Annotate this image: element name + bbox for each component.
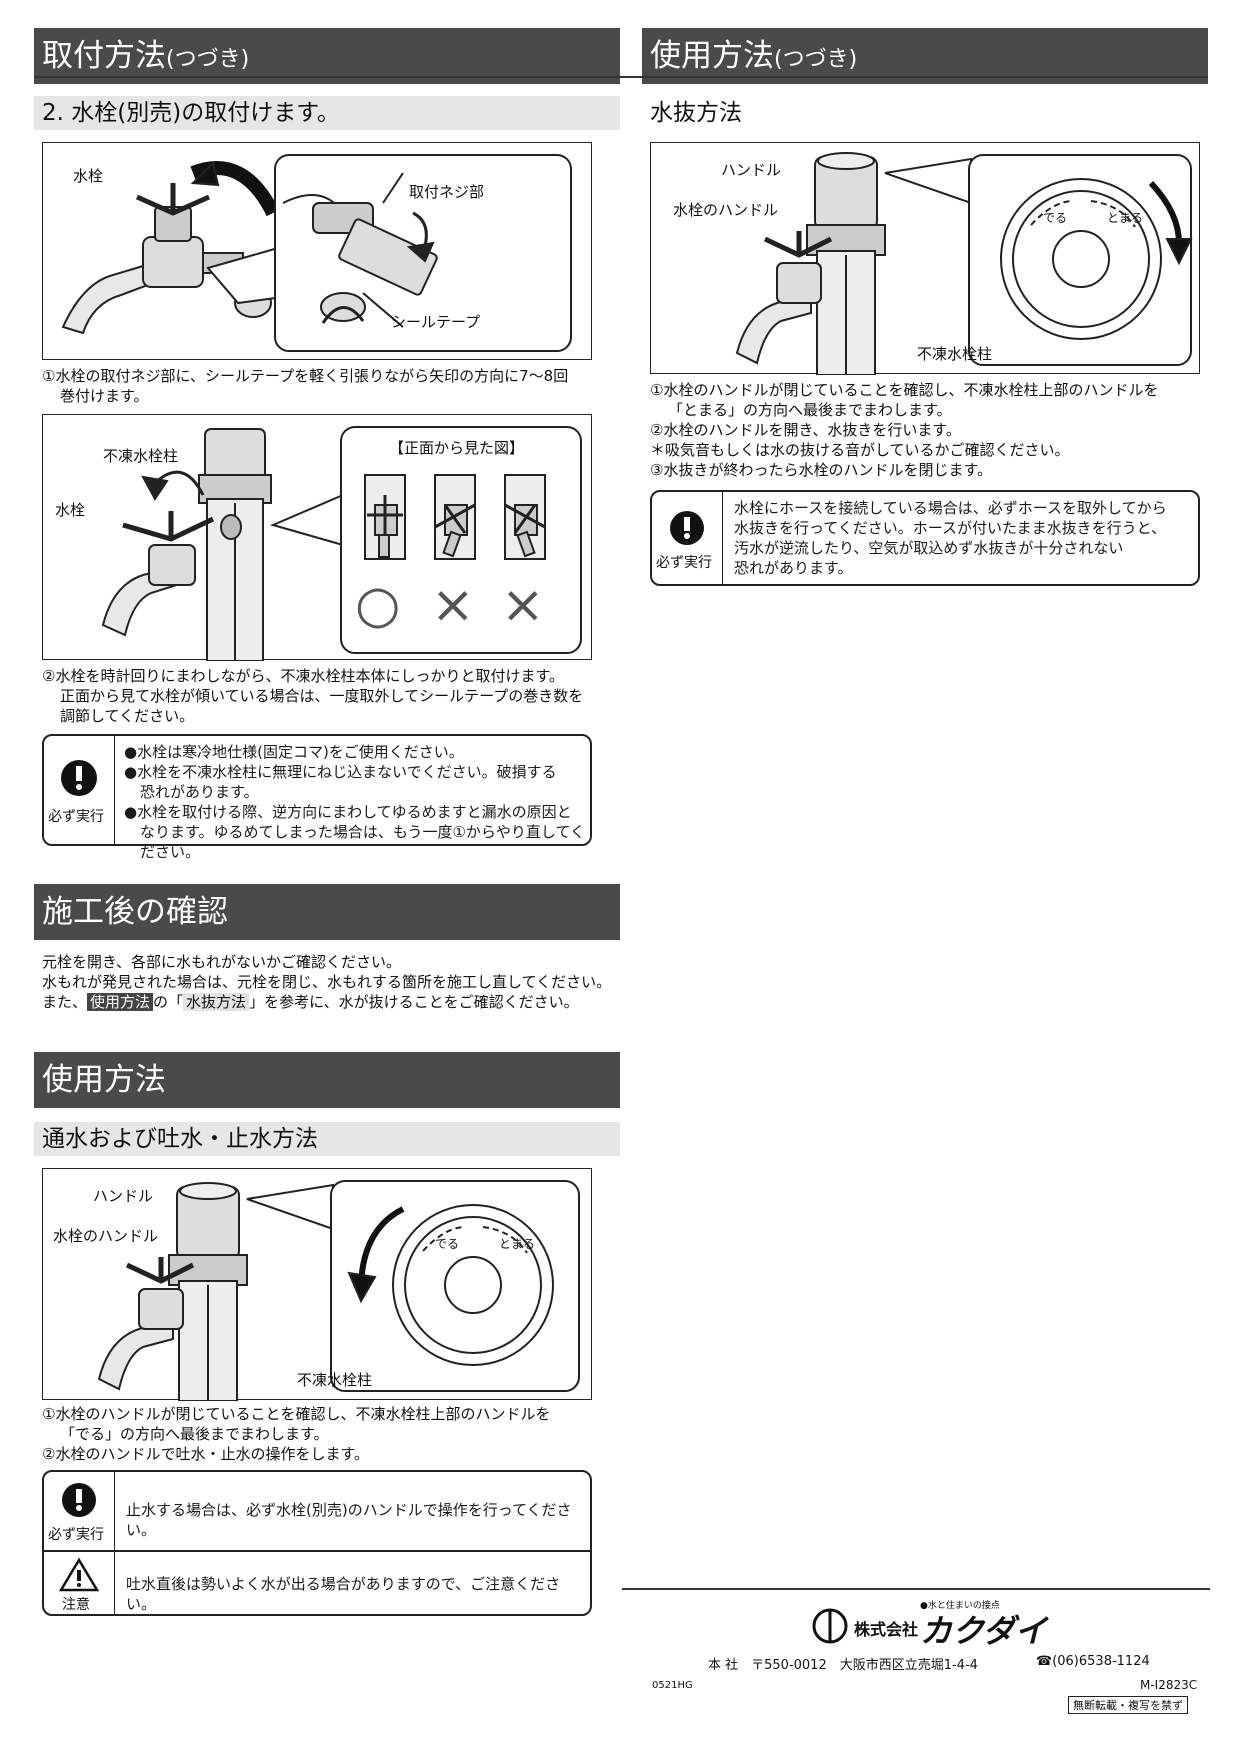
drain-notes: ①水栓のハンドルが閉じていることを確認し、不凍水栓柱上部のハンドルを 「とまる」… [650, 380, 1210, 480]
faucet-install-illustration [101, 426, 582, 661]
warn2-label: 必ず実行 [48, 1527, 104, 1543]
left-header-suffix: (つづき) [166, 47, 250, 72]
fig2-ng-mark-2: × [501, 575, 545, 635]
check-line2: 水もれが発見された場合は、元栓を閉じ、水もれする箇所を施工し直してください。 [42, 973, 612, 991]
warn4-line2: 水抜きを行ってください。ホースが付いたまま水抜きを行うと、 [734, 519, 1167, 537]
warn1-line2: ●水栓を不凍水栓柱に無理にねじ込まないでください。破損する [124, 763, 557, 781]
company-tagline: ●水と住まいの接点 [920, 1601, 1000, 1611]
header-rule [34, 76, 1208, 78]
warn1-line5: なります。ゆるめてしまった場合は、もう一度①からやり直してください。 [140, 823, 586, 861]
usage-reference-link[interactable]: 使用方法 [87, 993, 154, 1011]
fig2-ok-mark: ○ [355, 575, 401, 635]
exclamation-circle-icon [61, 760, 97, 796]
usage-notes: ①水栓のハンドルが閉じていることを確認し、不凍水栓柱上部のハンドルを 「でる」の… [42, 1404, 622, 1464]
exclamation-circle-icon [670, 511, 704, 545]
step2-note1: ①水栓の取付ネジ部に、シールテープを軽く引張りながら矢印の方向に7〜8回 巻付け… [42, 366, 622, 406]
right-header-suffix: (つづき) [774, 47, 858, 72]
warning-box-drain: 必ず実行 水栓にホースを接続している場合は、必ずホースを取外してから 水抜きを行… [650, 490, 1200, 586]
step2-note2-line1: ②水栓を時計回りにまわしながら、不凍水栓柱本体にしっかりと取付けます。 [42, 667, 564, 685]
warn4-line4: 恐れがあります。 [734, 559, 853, 577]
drain-note2: ②水栓のハンドルを開き、水抜きを行います。 [650, 421, 961, 439]
fig3-label-handle: ハンドル [93, 1187, 154, 1205]
check-text: 元栓を開き、各部に水もれがないかご確認ください。 水もれが発見された場合は、元栓… [42, 952, 622, 1012]
doc-code-right: M-I2823C [1140, 1678, 1198, 1692]
drain-note3: ＊吸気音もしくは水の抜ける音がしているかご確認ください。 [650, 441, 1070, 459]
drain-reference-link[interactable]: 水抜方法 [183, 993, 250, 1011]
fig4-label-handle: ハンドル [721, 161, 782, 179]
fig4-dial-off: とまる [1107, 211, 1144, 225]
check-header: 施工後の確認 [34, 884, 620, 940]
step2-note2-line3: 調節してください。 [60, 707, 195, 725]
warn4-label: 必ず実行 [656, 555, 712, 571]
exclamation-circle-icon [62, 1483, 96, 1517]
copy-notice: 無断転載・複写を禁ず [1068, 1696, 1188, 1714]
fig4-dial-on: でる [1043, 211, 1068, 225]
fig3-label-column: 不凍水栓柱 [297, 1371, 373, 1389]
check-line1: 元栓を開き、各部に水もれがないかご確認ください。 [42, 953, 401, 971]
drain-illustration [735, 152, 1193, 375]
usage-header: 使用方法 [34, 1052, 620, 1108]
warn1-label: 必ず実行 [48, 809, 104, 825]
figure-drain: ハンドル 水栓のハンドル 不凍水栓柱 でる とまる [650, 142, 1200, 375]
fig2-front-view: 【正面から見た図】 [389, 439, 525, 457]
fig3-dial-on: でる [435, 1237, 460, 1251]
doc-code-left: 0521HG [652, 1680, 693, 1691]
left-header: 取付方法(つづき) [34, 28, 620, 84]
warn4-line1: 水栓にホースを接続している場合は、必ずホースを取外してから [734, 499, 1167, 517]
fig1-label-tape: シールテープ [391, 313, 481, 331]
figure-faucet-install: 不凍水栓柱 水栓 【正面から見た図】 ○ × × [42, 414, 592, 661]
company-logo: ●水と住まいの接点 株式会社 カクダイ [810, 1598, 1070, 1650]
usage-note1-line1: ①水栓のハンドルが閉じていることを確認し、不凍水栓柱上部のハンドルを [42, 1405, 551, 1423]
usage-subtitle: 通水および吐水・止水方法 [34, 1122, 620, 1156]
step2-note2-line2: 正面から見て水栓が傾いている場合は、一度取外してシールテープの巻き数を [60, 687, 584, 705]
faucet-tape-illustration [61, 154, 572, 352]
step2-note1-line1: ①水栓の取付ネジ部に、シールテープを軽く引張りながら矢印の方向に7〜8回 [42, 367, 569, 385]
fig4-label-faucet-handle: 水栓のハンドル [673, 201, 779, 219]
warn1-line4: ●水栓を取付ける際、逆方向にまわしてゆるめますと漏水の原因と [124, 803, 572, 821]
fig3-dial-off: とまる [499, 1237, 536, 1251]
company-prefix: 株式会社 [854, 1620, 919, 1639]
fig3-label-faucet-handle: 水栓のハンドル [53, 1227, 159, 1245]
fig2-label-column: 不凍水栓柱 [103, 447, 179, 465]
drain-note1-line1: ①水栓のハンドルが閉じていることを確認し、不凍水栓柱上部のハンドルを [650, 381, 1159, 399]
drain-note4: ③水抜きが終わったら水栓のハンドルを閉じます。 [650, 461, 992, 479]
warn3-label: 注意 [62, 1597, 90, 1613]
water-supply-illustration [97, 1180, 580, 1401]
fig2-label-faucet: 水栓 [55, 501, 86, 519]
fig1-label-thread: 取付ネジ部 [409, 183, 485, 201]
right-header-title: 使用方法 [650, 38, 774, 74]
warning-triangle-icon [58, 1557, 100, 1592]
fig2-ng-mark-1: × [431, 575, 475, 635]
step2-title: 2. 水栓(別売)の取付けます。 [34, 96, 620, 130]
warn3-text: 吐水直後は勢いよく水が出る場合がありますので、ご注意ください。 [126, 1575, 561, 1613]
warning-box-usage: 必ず実行 止水する場合は、必ず水栓(別売)のハンドルで操作を行ってください。 注… [42, 1470, 592, 1616]
drain-title: 水抜方法 [642, 96, 1208, 130]
usage-note2: ②水栓のハンドルで吐水・止水の操作をします。 [42, 1445, 369, 1463]
right-header: 使用方法(つづき) [642, 28, 1208, 84]
warn4-line3: 汚水が逆流したり、空気が取込めず水抜きが十分されない [734, 539, 1124, 557]
company-name: カクダイ [920, 1612, 1047, 1650]
company-logo-icon [812, 1608, 848, 1644]
warn1-line3: 恐れがあります。 [140, 783, 259, 801]
company-phone: ☎(06)6538-1124 [1036, 1654, 1150, 1669]
figure-water-supply: ハンドル 水栓のハンドル 不凍水栓柱 でる とまる [42, 1168, 592, 1401]
step2-note1-line2: 巻付けます。 [60, 387, 149, 405]
drain-note1-line2: 「とまる」の方向へ最後までまわします。 [668, 401, 952, 419]
warning-box-install: 必ず実行 ●水栓は寒冷地仕様(固定コマ)をご使用ください。 ●水栓を不凍水栓柱に… [42, 734, 592, 861]
fig1-label-faucet: 水栓 [73, 167, 104, 185]
warn2-text: 止水する場合は、必ず水栓(別売)のハンドルで操作を行ってください。 [126, 1501, 572, 1539]
usage-note1-line2: 「でる」の方向へ最後までまわします。 [60, 1425, 329, 1443]
fig4-label-column: 不凍水栓柱 [917, 345, 993, 363]
step2-note2: ②水栓を時計回りにまわしながら、不凍水栓柱本体にしっかりと取付けます。 正面から… [42, 666, 622, 726]
left-header-title: 取付方法 [42, 38, 166, 74]
warn1-line1: ●水栓は寒冷地仕様(固定コマ)をご使用ください。 [124, 743, 464, 761]
figure-tape-wrap: 水栓 取付ネジ部 シールテープ [42, 142, 592, 360]
footer-rule [622, 1588, 1210, 1590]
check-line3: また、使用方法の「水抜方法」を参考に、水が抜けることをご確認ください。 [42, 993, 579, 1011]
company-address: 本 社 〒550-0012 大阪市西区立売堀1-4-4 [708, 1658, 978, 1673]
